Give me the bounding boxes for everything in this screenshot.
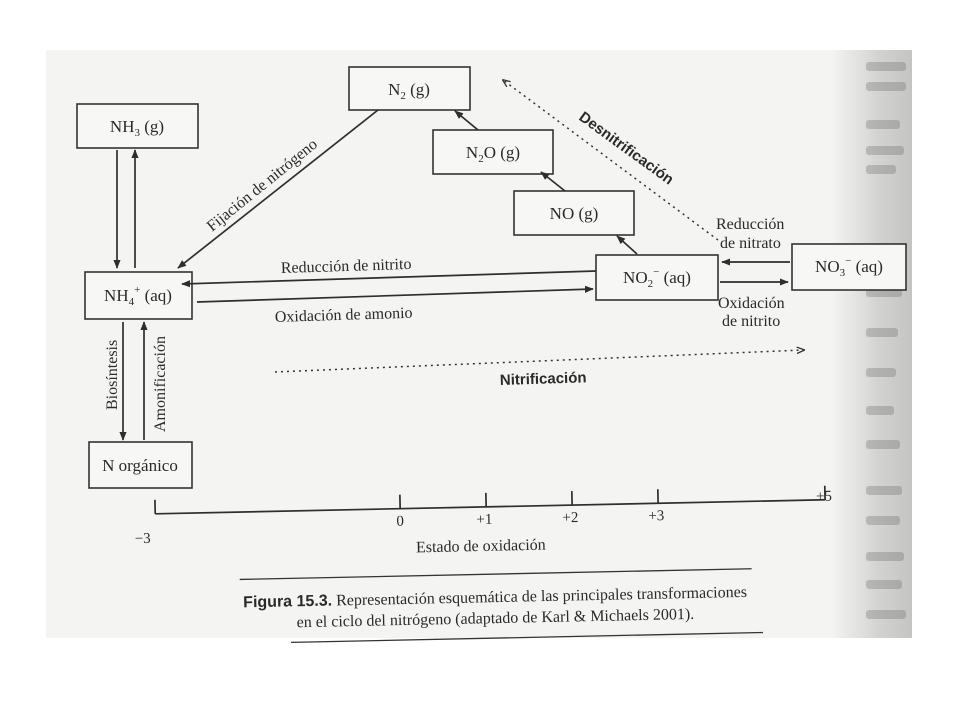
label-ammonium-oxidation: Oxidación de amonio xyxy=(275,305,413,326)
arrow-nitrification-dotted xyxy=(274,350,804,373)
svg-text:N2O (g): N2O (g) xyxy=(466,143,520,165)
svg-text:N2 (g): N2 (g) xyxy=(388,80,430,102)
tick-label: +2 xyxy=(562,510,578,526)
arrow-no2-to-no xyxy=(616,235,638,255)
tick-label: −3 xyxy=(135,531,151,547)
svg-text:NO (g): NO (g) xyxy=(550,204,599,223)
label-nitrite-reduction: Reducción de nitrito xyxy=(281,256,412,277)
caption-line-2: en el ciclo del nitrógeno (adaptado de K… xyxy=(296,606,694,631)
tick-label: 0 xyxy=(396,514,404,530)
axis-title: Estado de oxidación xyxy=(416,537,546,557)
nh3-box: NH3 (g) xyxy=(76,103,199,149)
svg-text:NH3 (g): NH3 (g) xyxy=(110,117,164,139)
svg-text:NO2− (aq): NO2− (aq) xyxy=(623,266,691,290)
no2-box: NO2− (aq) xyxy=(595,254,719,301)
arrow-no-to-n2o xyxy=(540,171,566,192)
n2-box: N2 (g) xyxy=(348,66,471,111)
tick-label: +1 xyxy=(476,512,492,528)
label-ammonification: Amonificación xyxy=(152,336,169,432)
figure-caption: Figura 15.3. Representación esquemática … xyxy=(239,568,763,644)
label-nitrification: Nitrificación xyxy=(500,369,587,389)
tick-label: +3 xyxy=(648,508,664,524)
label-denitrification: Desnitrificación xyxy=(576,108,677,188)
arrow-ammonium-oxidation xyxy=(196,285,594,303)
bleed-through-text xyxy=(826,50,912,638)
svg-text:N orgánico: N orgánico xyxy=(102,456,178,475)
svg-text:NH4+ (aq): NH4+ (aq) xyxy=(104,284,172,308)
nh4-box: NH4+ (aq) xyxy=(84,271,193,320)
page-gutter-shadow xyxy=(832,50,912,638)
arrow-nitrite-reduction xyxy=(181,270,597,288)
label-nitrate-reduction-line2: de nitrato xyxy=(720,235,781,252)
svg-text:NO3− (aq): NO3− (aq) xyxy=(815,255,883,279)
no-box: NO (g) xyxy=(513,190,635,236)
label-nitrite-oxidation-line2: de nitrito xyxy=(722,313,780,330)
no3-box: NO3− (aq) xyxy=(791,243,907,291)
norganico-box: N orgánico xyxy=(88,441,193,489)
arrow-denitrification-dotted xyxy=(503,80,719,241)
label-nitrite-oxidation-line1: Oxidación xyxy=(718,295,785,312)
arrow-n2o-to-n2 xyxy=(454,110,479,131)
tick-label: +5 xyxy=(816,489,832,505)
n2o-box: N2O (g) xyxy=(432,129,554,175)
label-biosynthesis: Biosíntesis xyxy=(104,340,121,410)
oxidation-state-axis: −3 0 +1 +2 +3 +5 Estado de oxidación xyxy=(135,485,832,557)
caption-figure-number: Figura 15.3. xyxy=(243,593,332,612)
label-nitrate-reduction-line1: Reducción xyxy=(716,216,784,233)
arrow-fixation xyxy=(177,109,379,269)
label-fixation: Fijación de nitrógeno xyxy=(204,136,321,235)
